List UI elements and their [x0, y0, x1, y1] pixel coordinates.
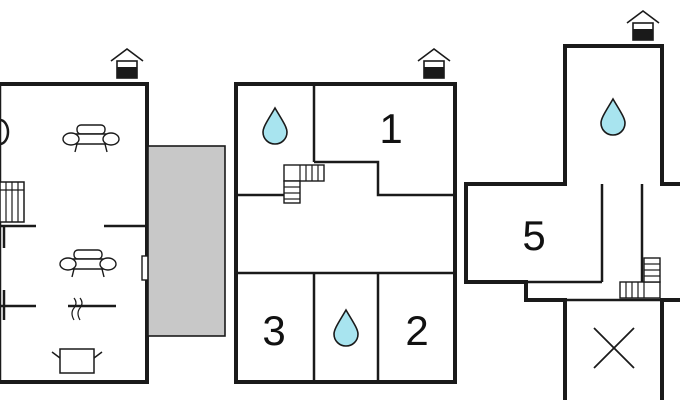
water-drop-icon: [262, 107, 288, 145]
partition-wall: [314, 160, 455, 197]
stairs-icon: [619, 257, 661, 299]
left-building-walls: [0, 82, 149, 384]
room-label-5: 5: [522, 212, 545, 259]
water-drop-icon: [333, 309, 359, 347]
right-building: 5: [464, 10, 680, 400]
right-building-walls: [660, 298, 680, 400]
terrace: [147, 145, 226, 337]
left-building: [0, 48, 153, 384]
room-label-1: 1: [379, 105, 402, 152]
stairs-icon: [283, 164, 325, 204]
house-chimney-icon: [417, 48, 451, 79]
house-chimney-icon: [626, 10, 660, 41]
room-label-3: 3: [262, 307, 285, 354]
cooking-pot-icon: [51, 297, 103, 374]
partition-wall: [466, 280, 565, 302]
room-label-2: 2: [405, 307, 428, 354]
house-chimney-icon: [110, 48, 144, 79]
stairs-icon: [0, 181, 25, 223]
door-swing: [0, 118, 10, 146]
cross-icon: [593, 327, 635, 369]
right-building-walls: [464, 44, 680, 400]
middle-building-walls: [234, 82, 457, 384]
middle-building: 1 2 3: [234, 48, 457, 384]
sofa-icon: [59, 249, 117, 278]
sofa-icon: [62, 124, 120, 153]
water-drop-icon: [600, 98, 626, 136]
